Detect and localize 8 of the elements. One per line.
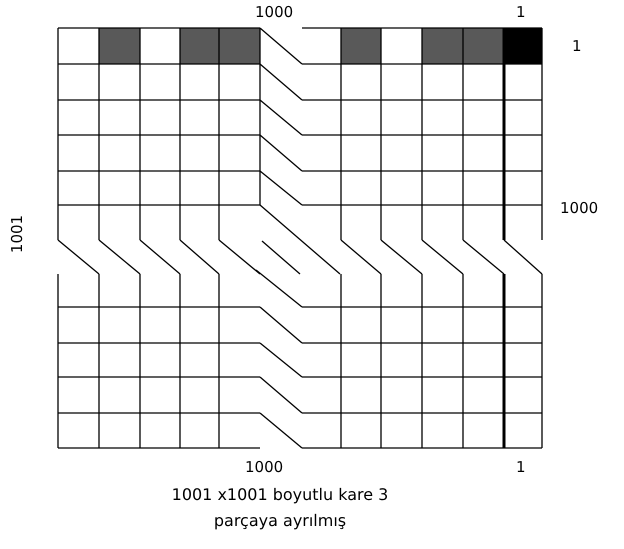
dimension-label: 1000 (245, 458, 284, 476)
caption: 1001 x1001 boyutlu kare 3 parçaya ayrılmış (170, 484, 390, 532)
dimension-label: 1 (516, 3, 526, 21)
dimension-label: 1000 (255, 3, 294, 21)
dimension-label: 1001 (8, 214, 26, 254)
dimension-label: 1 (572, 37, 582, 55)
dimension-label: 1 (516, 458, 526, 476)
dimension-label: 1000 (560, 199, 598, 217)
